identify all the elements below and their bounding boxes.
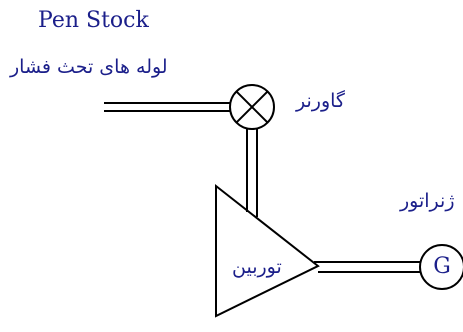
valve-to-turbine-pipe (246, 129, 258, 217)
governor-valve-icon (229, 84, 275, 130)
generator-label: ژنراتور (400, 190, 455, 212)
governor-label: گاورنر (296, 90, 345, 112)
turbine-icon (215, 183, 320, 318)
penstock-label: لوله های تحث فشار (10, 56, 168, 78)
diagram-title: Pen Stock (38, 8, 149, 33)
turbine-shaft (314, 261, 420, 273)
penstock-pipe (104, 102, 230, 112)
turbine-label: توربین (232, 256, 282, 278)
generator-icon (419, 244, 463, 290)
generator-symbol: G (433, 254, 451, 279)
